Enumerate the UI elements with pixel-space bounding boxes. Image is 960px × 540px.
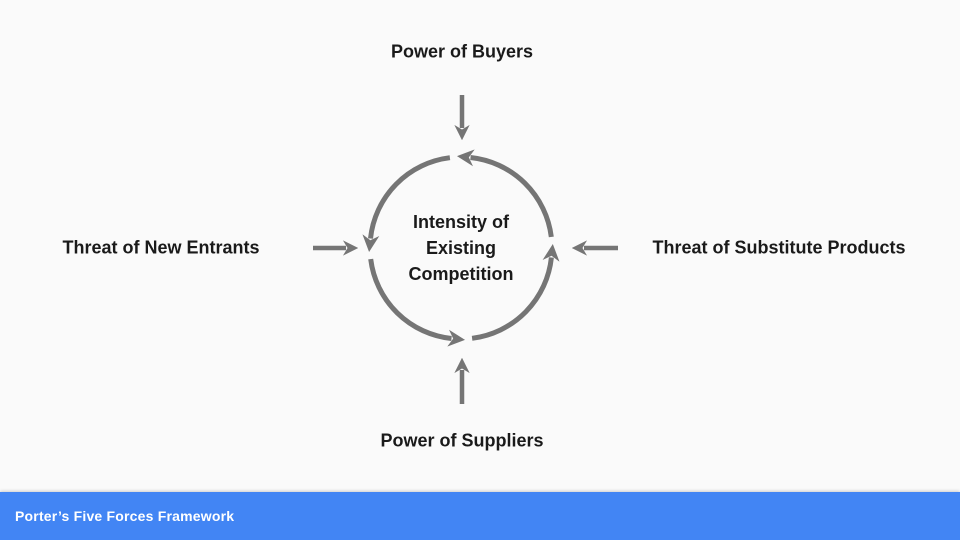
force-label-threat-of-new-entrants: Threat of New Entrants — [62, 237, 260, 258]
footer-bar: Porter’s Five Forces Framework — [0, 492, 960, 540]
cycle-arc-right-to-top — [456, 149, 554, 238]
force-label-threat-of-substitute-products: Threat of Substitute Products — [652, 237, 906, 258]
force-label-power-of-buyers: Power of Buyers — [390, 41, 534, 62]
center-label-line-1: Intensity of — [412, 212, 509, 232]
cycle-arc-bottom-to-right — [471, 243, 560, 341]
force-label-power-of-suppliers: Power of Suppliers — [380, 430, 544, 451]
cycle-arc-left-to-bottom — [368, 258, 466, 347]
cycle-arc-top-to-left — [362, 155, 451, 253]
center-label-line-2: Existing — [425, 238, 496, 258]
center-label-line-3: Competition — [408, 264, 514, 284]
footer-title: Porter’s Five Forces Framework — [15, 508, 235, 524]
center-label-intensity-of-existing-competition: Intensity of Existing Competition — [409, 209, 514, 287]
